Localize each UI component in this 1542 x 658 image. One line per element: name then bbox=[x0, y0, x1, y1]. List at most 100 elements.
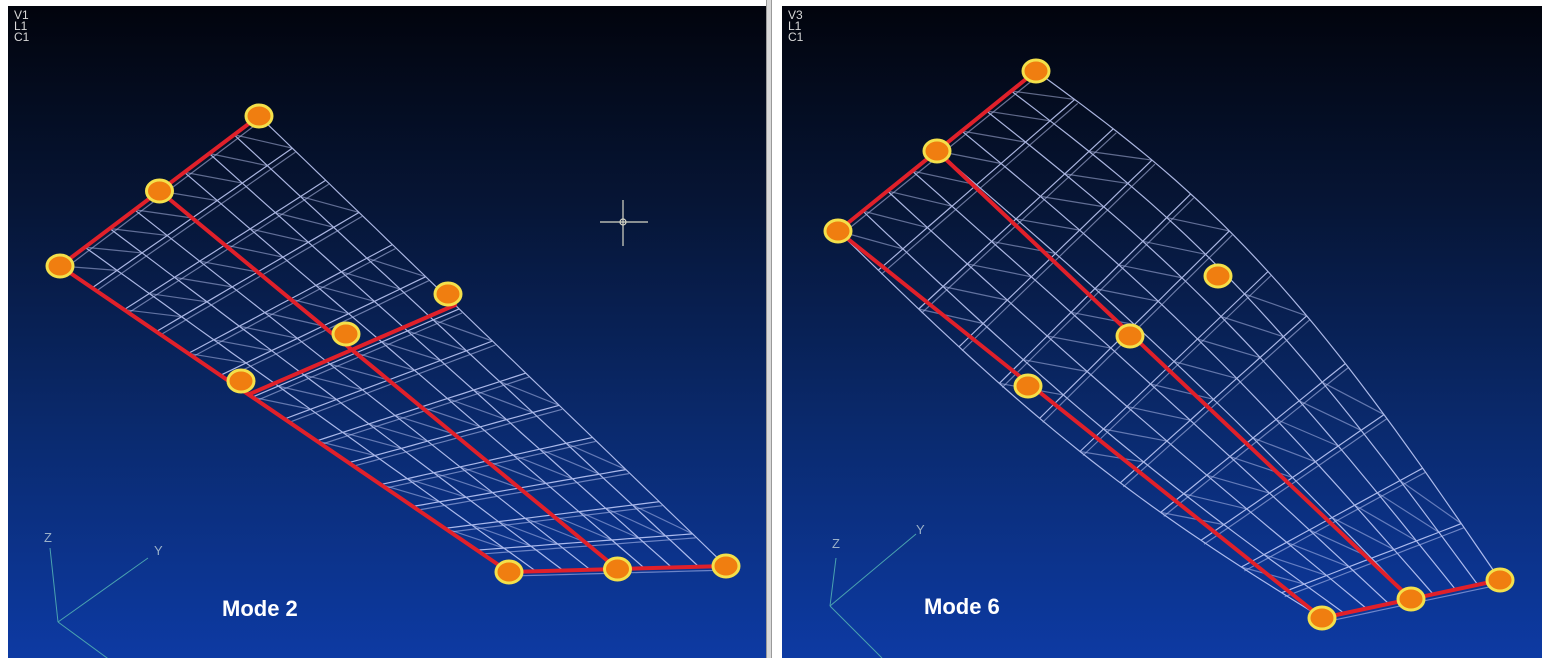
node-marker[interactable] bbox=[1203, 263, 1233, 289]
mesh-diagonal-line bbox=[275, 212, 334, 228]
view-label: V3 bbox=[788, 8, 803, 22]
node-marker[interactable] bbox=[226, 368, 256, 394]
mesh-diagonal-line bbox=[1298, 400, 1362, 431]
crosshair-cursor-icon bbox=[600, 200, 648, 246]
mesh-diagonal-line bbox=[1150, 383, 1214, 400]
mesh-diagonal-line bbox=[224, 244, 284, 258]
mesh-diagonal-line bbox=[1244, 293, 1307, 317]
mesh-diagonal-line bbox=[967, 263, 1032, 278]
mesh-diagonal-line bbox=[199, 260, 258, 273]
mesh-diagonal-line bbox=[342, 431, 402, 449]
mesh-diagonal-line bbox=[134, 209, 193, 219]
mesh-diagonal-line bbox=[1166, 216, 1230, 232]
viewport-splitter[interactable] bbox=[766, 0, 772, 658]
beam-line bbox=[246, 303, 458, 397]
mesh-diagonal-line bbox=[1241, 566, 1305, 585]
mesh-diagonal-line bbox=[551, 514, 612, 541]
mesh-diagonal-line bbox=[252, 396, 311, 410]
node-marker[interactable] bbox=[145, 178, 174, 204]
mesh-rib-line bbox=[1119, 315, 1308, 484]
mesh-diagonal-line bbox=[1142, 240, 1206, 255]
node-marker[interactable] bbox=[244, 103, 274, 129]
mesh-diagonal-line bbox=[499, 381, 560, 406]
axis-y-label: Y bbox=[916, 522, 925, 537]
mesh-diagonal-line bbox=[1275, 418, 1339, 447]
mesh-diagonal-line bbox=[315, 284, 375, 302]
node-marker[interactable] bbox=[1021, 58, 1051, 84]
mesh-diagonal-line bbox=[407, 478, 467, 498]
node-marker[interactable] bbox=[1115, 323, 1145, 349]
mesh-diagonal-line bbox=[433, 319, 493, 342]
mesh-diagonal-line bbox=[447, 397, 507, 421]
mesh-diagonal-line bbox=[1377, 492, 1440, 533]
mesh-diagonal-line bbox=[887, 190, 953, 207]
mesh-diagonal-line bbox=[249, 228, 309, 243]
mesh-diagonal-line bbox=[1160, 511, 1224, 526]
case-label: C1 bbox=[14, 30, 30, 44]
mesh-diagonal-line bbox=[471, 524, 532, 547]
mesh-rib-line bbox=[961, 163, 1156, 352]
mesh-rib-line bbox=[1244, 471, 1426, 572]
mode-label: Mode 6 bbox=[924, 594, 1000, 619]
mesh-diagonal-line bbox=[1118, 264, 1183, 279]
mesh-diagonal-line bbox=[1023, 359, 1088, 373]
mesh-rib-line bbox=[1079, 271, 1269, 452]
beam-line bbox=[836, 229, 1324, 620]
mesh-diagonal-line bbox=[912, 170, 977, 186]
mesh-diagonal-line bbox=[1040, 195, 1104, 208]
mesh-rib-line bbox=[1163, 367, 1349, 517]
mesh-diagonal-line bbox=[605, 507, 666, 537]
viewport-info-label: V1 L1 C1 bbox=[14, 9, 30, 44]
node-marker[interactable] bbox=[922, 138, 952, 164]
mesh-diagonal-line bbox=[213, 339, 272, 352]
mesh-diagonal-line bbox=[1088, 150, 1153, 161]
mesh-diagonal-line bbox=[421, 406, 481, 428]
mesh-diagonal-line bbox=[444, 527, 505, 549]
viewport-gap bbox=[772, 0, 782, 658]
mesh-rib-line bbox=[1281, 523, 1462, 594]
mesh-diagonal-line bbox=[1399, 480, 1462, 525]
node-marker[interactable] bbox=[433, 281, 463, 307]
node-marker[interactable] bbox=[1396, 586, 1426, 612]
case-label: C1 bbox=[788, 30, 804, 44]
node-marker[interactable] bbox=[603, 556, 632, 582]
mesh-diagonal-line bbox=[1354, 504, 1417, 542]
node-marker[interactable] bbox=[1485, 567, 1515, 593]
mesh-rib-line bbox=[1200, 414, 1385, 541]
wireframe-model[interactable]: Z Y bbox=[782, 6, 1542, 658]
mesh-diagonal-line bbox=[149, 292, 208, 303]
mesh-diagonal-line bbox=[1220, 315, 1284, 338]
beam-line bbox=[58, 264, 511, 574]
node-marker[interactable] bbox=[1307, 605, 1337, 631]
node-marker[interactable] bbox=[711, 553, 741, 579]
viewport-left[interactable]: V1 L1 C1 Z Y Mode 2 bbox=[8, 6, 766, 658]
node-marker[interactable] bbox=[494, 559, 524, 585]
mesh-spanwise-line bbox=[862, 210, 1345, 614]
mesh-diagonal-line bbox=[525, 517, 586, 543]
mesh-diagonal-line bbox=[498, 521, 559, 545]
mesh-diagonal-line bbox=[918, 308, 984, 325]
mesh-diagonal-line bbox=[109, 227, 168, 237]
mode-label: Mode 2 bbox=[222, 596, 298, 621]
axis-z-label: Z bbox=[44, 530, 52, 545]
mesh-rib-line bbox=[998, 193, 1192, 384]
wireframe-model[interactable]: Z Y bbox=[8, 6, 766, 658]
node-marker[interactable] bbox=[331, 321, 361, 347]
mesh-diagonal-line bbox=[986, 110, 1051, 122]
viewport-info-label: V3 L1 C1 bbox=[788, 8, 804, 44]
mesh-diagonal-line bbox=[303, 374, 363, 391]
mesh-diagonal-line bbox=[300, 195, 360, 214]
node-marker[interactable] bbox=[1013, 373, 1043, 399]
viewport-right[interactable]: V3 L1 C1 Z Y Mode 6 bbox=[782, 6, 1542, 658]
mesh-diagonal-line bbox=[1183, 493, 1247, 510]
mesh-rib-line bbox=[1122, 319, 1311, 488]
mesh-spanwise-line bbox=[986, 110, 1456, 590]
node-marker[interactable] bbox=[823, 218, 853, 244]
mesh-diagonal-line bbox=[486, 460, 547, 484]
mesh-diagonal-line bbox=[381, 341, 441, 362]
node-marker[interactable] bbox=[45, 253, 75, 279]
mesh-diagonal-line bbox=[1015, 218, 1080, 231]
mesh-diagonal-line bbox=[188, 352, 247, 364]
mesh-spanwise-line bbox=[1035, 70, 1501, 581]
mesh-diagonal-line bbox=[1064, 173, 1128, 185]
